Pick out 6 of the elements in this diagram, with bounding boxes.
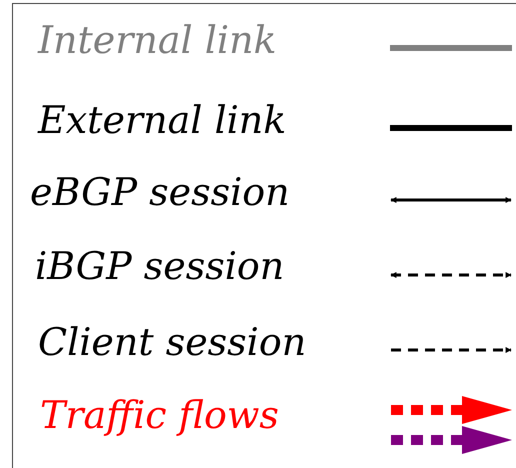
legend-label: Internal link <box>38 18 277 62</box>
legend-label: Client session <box>38 320 306 364</box>
legend-label: eBGP session <box>30 170 290 214</box>
legend-label: External link <box>38 98 286 142</box>
legend-label: Traffic flows <box>40 393 279 437</box>
legend-label: iBGP session <box>35 244 284 288</box>
